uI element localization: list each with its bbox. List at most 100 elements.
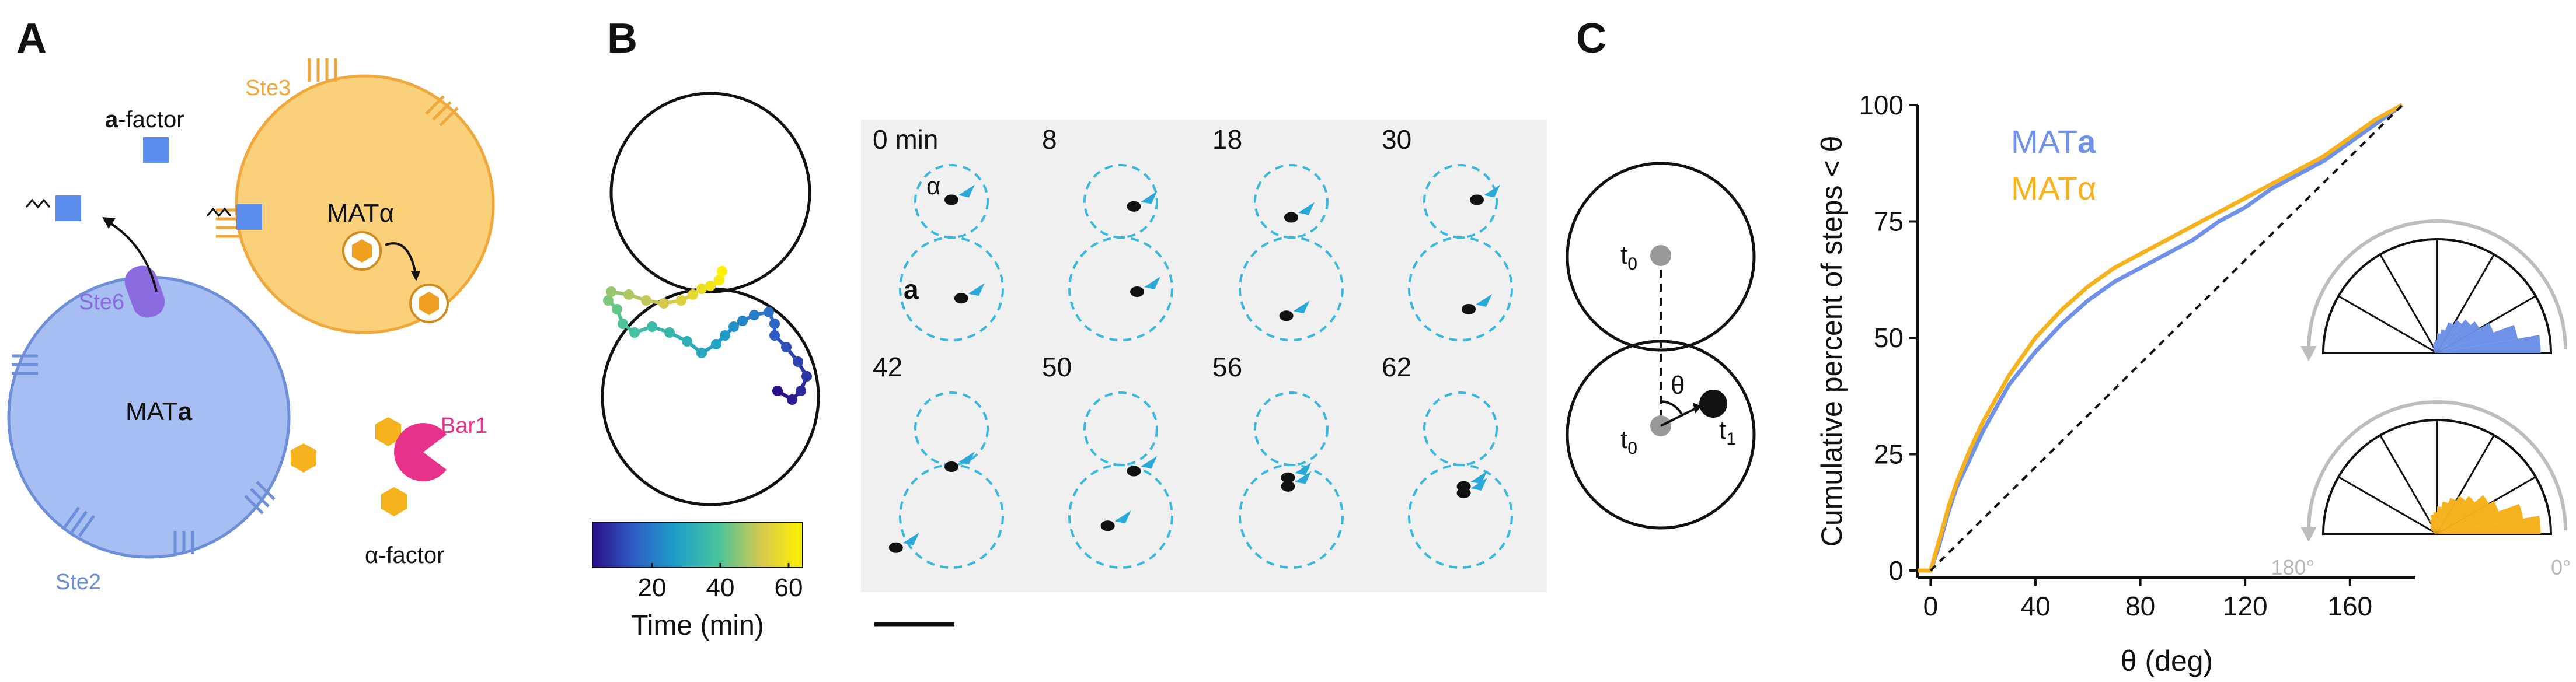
mat-a-label: MATa	[126, 397, 193, 426]
colorbar-tick-label: 20	[638, 573, 667, 602]
trajectory-point	[682, 336, 692, 347]
plot-series	[1918, 103, 2404, 573]
arrowhead-marker	[1298, 202, 1315, 215]
fluorescent-spot	[1130, 286, 1144, 297]
trajectory-point	[612, 304, 622, 314]
trajectory-point	[696, 284, 707, 294]
a-factor-label: a-factor	[105, 107, 184, 132]
bar1-label: Bar1	[441, 414, 487, 438]
x-tick-label: 120	[2223, 591, 2268, 621]
colorbar-title: Time (min)	[631, 610, 764, 641]
fluorescent-spot	[954, 293, 968, 304]
polar-bin	[2429, 524, 2437, 534]
trajectory-point	[714, 275, 724, 285]
polar-bin	[2437, 335, 2541, 353]
polar-bin	[2437, 333, 2441, 353]
polar-bin	[2429, 519, 2437, 534]
fluorescent-spot	[1284, 212, 1298, 223]
schema-t0-bottom: t0	[1620, 425, 1637, 458]
trajectory-point	[796, 386, 806, 396]
polar-arc-arrow	[2307, 400, 2567, 531]
fluorescent-spot	[1281, 472, 1295, 483]
panel-label-a: A	[16, 15, 47, 62]
trajectory-point	[696, 348, 707, 358]
arrowhead-marker	[1144, 277, 1160, 289]
frame-time-label: 42	[873, 352, 902, 382]
polar-arrowhead	[2300, 346, 2317, 361]
arrowhead-marker	[1141, 191, 1158, 204]
schema-theta: θ	[1671, 371, 1685, 400]
trajectory-point	[676, 295, 686, 306]
arrowhead-marker	[958, 452, 975, 464]
trajectory-point	[717, 266, 727, 277]
fluorescent-spot	[944, 194, 958, 205]
trajectory-point	[606, 286, 616, 297]
alpha-factor-label: α-factor	[365, 543, 444, 568]
trajectory-point	[781, 342, 792, 352]
mat-alpha-label: MATα	[327, 199, 394, 228]
fluorescent-spot	[888, 542, 903, 553]
montage-frame: 42	[873, 352, 1004, 569]
montage-frame: 62	[1382, 352, 1513, 569]
polar-bin	[2432, 531, 2437, 534]
polar-bin	[2437, 325, 2518, 353]
schema-t1: t1	[1719, 416, 1736, 449]
arrowhead-marker	[1293, 300, 1310, 314]
montage-frame: 0 min	[873, 124, 1004, 341]
colorbar-ticks: 20 40 60	[638, 563, 803, 602]
trajectory-point	[769, 330, 780, 341]
polar-spoke	[2379, 254, 2438, 354]
frame-time-label: 8	[1042, 124, 1057, 155]
trajectory-point	[658, 298, 669, 309]
polar-bin	[2432, 347, 2437, 353]
frame-time-label: 30	[1382, 124, 1411, 155]
ste3-receptors	[216, 58, 459, 238]
legend-mat-a: MATa	[2011, 123, 2096, 160]
trajectory-point	[688, 289, 698, 300]
mat-a-cell	[7, 217, 291, 559]
polar-bin	[2433, 342, 2437, 353]
fluorescent-spot	[1127, 201, 1141, 212]
fluorescent-spot	[1470, 194, 1484, 205]
polar-bin	[2434, 351, 2437, 353]
arrowhead-marker	[902, 532, 919, 545]
polar-bin	[2430, 527, 2437, 534]
polar-bin	[2435, 352, 2437, 353]
arrowhead-marker	[1470, 471, 1487, 484]
trajectory-point	[728, 321, 739, 332]
polar-bin	[2431, 529, 2437, 534]
polar-bin	[2437, 516, 2541, 534]
x-axis-label: θ (deg)	[2121, 645, 2213, 677]
polar-spoke	[2338, 295, 2438, 354]
frame-time-label: 0 min	[873, 124, 938, 155]
trajectory-point	[664, 327, 675, 338]
trajectory-point	[705, 281, 716, 291]
trajectory-point	[793, 356, 803, 367]
trajectory-plot	[601, 92, 820, 506]
reference-diagonal-line	[1930, 104, 2403, 572]
ste2-label: Ste2	[55, 570, 101, 594]
panel-label-c: C	[1576, 15, 1606, 62]
schema-t0-top: t0	[1620, 241, 1637, 274]
arrowhead-marker	[958, 184, 975, 198]
montage-frame: 30	[1382, 124, 1513, 341]
trajectory-point	[737, 316, 748, 326]
trajectory-point	[711, 339, 721, 349]
trajectory-point	[603, 295, 614, 306]
polar-bin	[2437, 496, 2466, 534]
polar-label-180: 180°	[2271, 555, 2314, 579]
polar-arrowhead	[2300, 527, 2317, 542]
legend-mat-alpha: MATα	[2011, 170, 2096, 207]
x-tick-label: 40	[2020, 591, 2050, 621]
y-tick-label: 0	[1888, 555, 1904, 586]
arrowhead-marker	[1470, 478, 1487, 491]
polar-bin	[2430, 514, 2437, 534]
polar-spoke	[2379, 435, 2438, 534]
frame-time-label: 62	[1382, 352, 1411, 382]
polar-bin	[2432, 348, 2437, 353]
polar-bin	[2437, 498, 2456, 534]
series-line	[1918, 103, 2404, 573]
polar-bin	[2435, 340, 2437, 353]
